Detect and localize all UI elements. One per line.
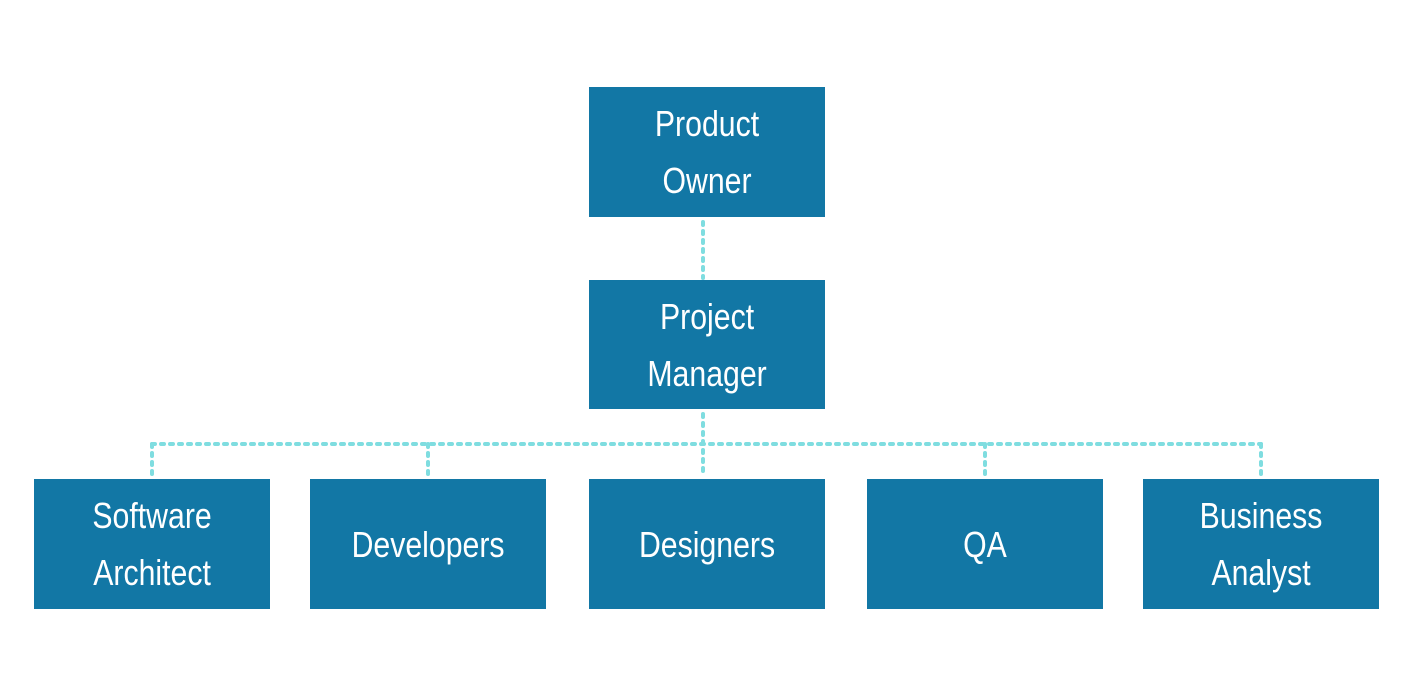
node-business-analyst: Business Analyst — [1143, 479, 1379, 609]
node-qa: QA — [867, 479, 1103, 609]
node-label: QA — [963, 523, 1007, 565]
node-label: Product Owner — [654, 103, 760, 201]
node-label: Software Architect — [92, 495, 212, 593]
node-product-owner: Product Owner — [589, 87, 825, 217]
node-software-architect: Software Architect — [34, 479, 270, 609]
node-project-manager: Project Manager — [589, 280, 825, 409]
node-designers: Designers — [589, 479, 825, 609]
node-developers: Developers — [310, 479, 546, 609]
node-label: Business Analyst — [1199, 495, 1323, 593]
node-label: Developers — [351, 523, 505, 565]
node-label: Project Manager — [647, 295, 767, 394]
node-label: Designers — [638, 523, 776, 565]
